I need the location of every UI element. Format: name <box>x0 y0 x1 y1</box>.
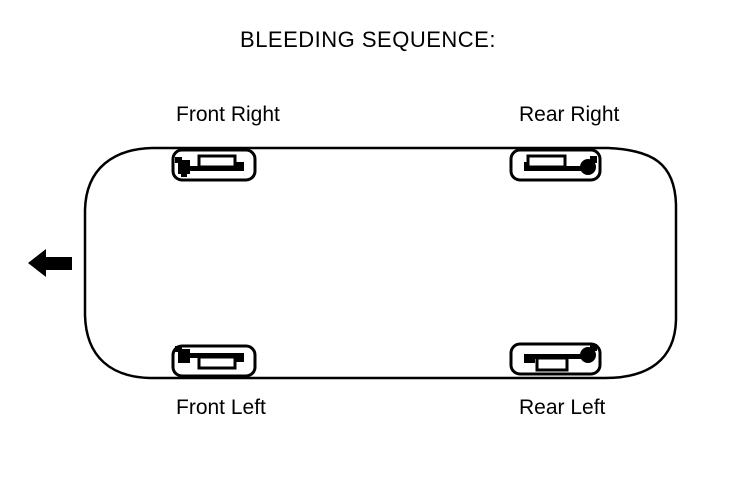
diagram-title: BLEEDING SEQUENCE: <box>240 27 496 52</box>
bleeder-nub <box>590 344 597 351</box>
bleeder-nub <box>175 346 182 352</box>
bleeder-valve-icon <box>178 160 190 174</box>
bleeder-drip <box>181 174 187 177</box>
wheel-front-left <box>171 344 257 378</box>
brake-caliper-icon <box>197 154 237 169</box>
label-rear-right: Rear Right <box>519 103 620 126</box>
brake-caliper-icon <box>526 154 567 169</box>
wheel-rear-left <box>509 342 602 376</box>
label-front-left: Front Left <box>176 396 266 419</box>
bleeder-valve-icon <box>178 349 190 363</box>
car-body-outline <box>83 146 678 380</box>
wheel-front-right <box>171 148 257 182</box>
wheel-outline <box>509 148 602 182</box>
brake-caliper-icon <box>197 355 237 370</box>
brake-caliper-icon <box>535 356 569 372</box>
bleeder-nub <box>590 156 597 163</box>
label-rear-left: Rear Left <box>519 396 606 419</box>
caliper-tip <box>233 353 244 362</box>
caliper-tip <box>524 354 535 363</box>
wheel-outline <box>171 148 257 182</box>
wheel-outline <box>509 342 602 376</box>
wheel-outline <box>171 344 257 378</box>
bleeder-nub <box>175 157 182 163</box>
label-front-right: Front Right <box>176 103 280 126</box>
wheel-rear-right <box>509 148 602 182</box>
front-direction-arrow-icon <box>28 249 72 277</box>
caliper-tip <box>233 162 244 171</box>
